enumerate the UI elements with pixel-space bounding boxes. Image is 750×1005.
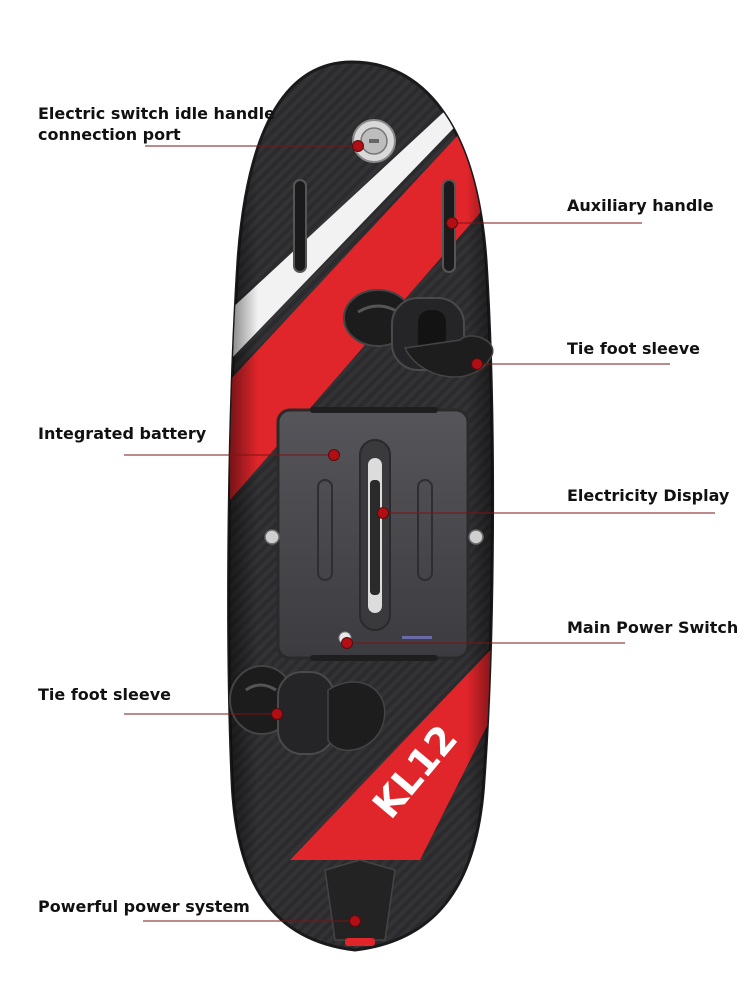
callout-label-integrated-battery: Integrated battery (38, 424, 207, 443)
tail-power-system (324, 859, 396, 946)
callout-markers (124, 140, 715, 927)
callout-label-main-power-switch: Main Power Switch (567, 618, 739, 637)
callout-label-tie-foot-sleeve-front: Tie foot sleeve (567, 339, 700, 358)
handle-port (352, 119, 396, 163)
battery-pack (264, 407, 484, 661)
callout-label-power-system: Powerful power system (38, 897, 250, 916)
callout-label-idle-handle-port: Electric switch idle handle connection p… (38, 104, 275, 144)
front-foot-sleeve (343, 289, 494, 378)
callout-label-tie-foot-sleeve-rear: Tie foot sleeve (38, 685, 171, 704)
callout-label-electricity-display: Electricity Display (567, 486, 730, 505)
callout-label-auxiliary-handle: Auxiliary handle (567, 196, 714, 215)
